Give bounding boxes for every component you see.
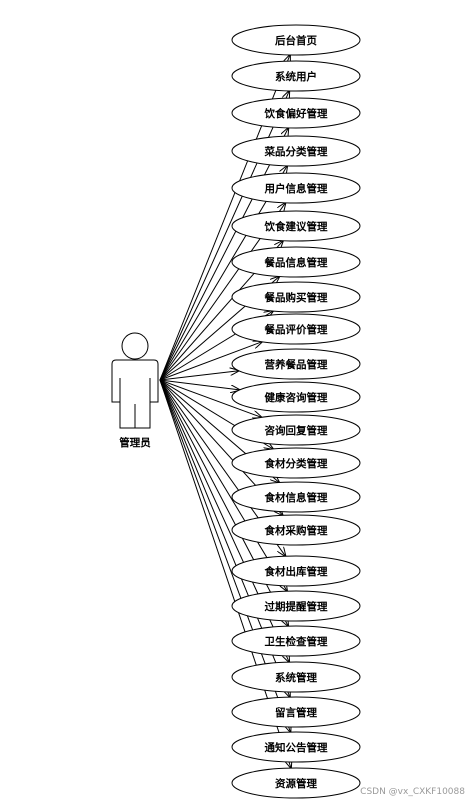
actor-head: [121, 332, 149, 360]
use-case-ellipse: [231, 447, 361, 479]
use-case-label: 餐品评价管理: [264, 323, 328, 336]
use-case-ellipse: [231, 696, 361, 728]
use-case: 健康咨询管理: [231, 381, 361, 413]
use-case-ellipse: [231, 97, 361, 129]
use-case-label: 饮食偏好管理: [264, 107, 328, 120]
use-case-ellipse: [231, 24, 361, 56]
actor-administrator: 管理员: [111, 332, 159, 449]
use-case-label: 卫生检查管理: [265, 635, 328, 648]
use-case-ellipse: [231, 135, 361, 167]
use-case-ellipse: [231, 313, 361, 345]
use-case-label: 菜品分类管理: [264, 145, 328, 158]
use-case-ellipse: [231, 731, 361, 763]
use-case-ellipse: [231, 661, 361, 693]
use-case-label: 通知公告管理: [265, 741, 328, 754]
use-case-label: 用户信息管理: [264, 182, 328, 195]
association-arrow: [159, 371, 239, 381]
use-case: 餐品评价管理: [231, 313, 361, 345]
use-case-label: 后台首页: [275, 34, 317, 47]
use-case-label: 营养餐品管理: [265, 358, 328, 371]
actor-label: 管理员: [119, 436, 151, 449]
use-case: 系统用户: [231, 60, 361, 92]
use-case: 资源管理: [231, 767, 361, 799]
use-case-ellipse: [231, 210, 361, 242]
use-case-ellipse: [231, 414, 361, 446]
watermark: CSDN @vx_CXKF10088: [360, 787, 465, 797]
use-case-ellipse: [231, 381, 361, 413]
use-case: 营养餐品管理: [231, 348, 361, 380]
use-case: 食材采购管理: [231, 514, 361, 546]
use-case: 食材分类管理: [231, 447, 361, 479]
use-case: 咨询回复管理: [231, 414, 361, 446]
use-case-label: 餐品信息管理: [264, 256, 328, 269]
use-case-ellipse: [231, 281, 361, 313]
use-case-label: 留言管理: [275, 706, 317, 719]
use-case-ellipse: [231, 348, 361, 380]
association-arrow: [159, 379, 262, 417]
use-case-ellipse: [231, 555, 361, 587]
use-case-label: 食材出库管理: [264, 565, 328, 578]
use-case-label: 资源管理: [275, 777, 317, 790]
use-case-ellipse: [231, 514, 361, 546]
use-case-label: 系统用户: [275, 70, 317, 83]
use-case-label: 饮食建议管理: [264, 220, 328, 233]
use-case: 餐品信息管理: [231, 246, 361, 278]
use-case-label: 食材分类管理: [264, 457, 328, 470]
use-case-label: 咨询回复管理: [265, 424, 328, 437]
use-case: 餐品购买管理: [231, 281, 361, 313]
association-arrow: [159, 379, 288, 626]
use-case-label: 系统管理: [275, 671, 317, 684]
use-case: 留言管理: [231, 696, 361, 728]
use-case-ellipse: [231, 590, 361, 622]
use-case: 食材信息管理: [231, 481, 361, 513]
association-arrow: [159, 379, 287, 591]
use-case-ellipse: [231, 625, 361, 657]
use-case-label: 食材采购管理: [264, 524, 328, 537]
use-case: 系统管理: [231, 661, 361, 693]
use-case-label: 食材信息管理: [264, 491, 328, 504]
use-case: 饮食偏好管理: [231, 97, 361, 129]
use-case: 通知公告管理: [231, 731, 361, 763]
association-arrow: [159, 128, 288, 381]
use-case-label: 过期提醒管理: [265, 600, 328, 613]
association-arrow: [159, 379, 240, 390]
use-case: 用户信息管理: [231, 172, 361, 204]
use-case-ellipse: [231, 172, 361, 204]
use-case: 菜品分类管理: [231, 135, 361, 167]
use-case: 后台首页: [231, 24, 361, 56]
use-case-ellipse: [231, 60, 361, 92]
association-arrow: [159, 342, 262, 381]
use-case-ellipse: [231, 481, 361, 513]
use-case: 过期提醒管理: [231, 590, 361, 622]
use-case-ellipse: [231, 246, 361, 278]
use-case: 食材出库管理: [231, 555, 361, 587]
use-case-label: 健康咨询管理: [265, 391, 328, 404]
use-case-label: 餐品购买管理: [264, 291, 328, 304]
use-case-ellipse: [231, 767, 361, 799]
use-case-list: 后台首页系统用户饮食偏好管理菜品分类管理用户信息管理饮食建议管理餐品信息管理餐品…: [231, 24, 361, 799]
use-case: 饮食建议管理: [231, 210, 361, 242]
use-case: 卫生检查管理: [231, 625, 361, 657]
actor-body: [111, 359, 159, 429]
